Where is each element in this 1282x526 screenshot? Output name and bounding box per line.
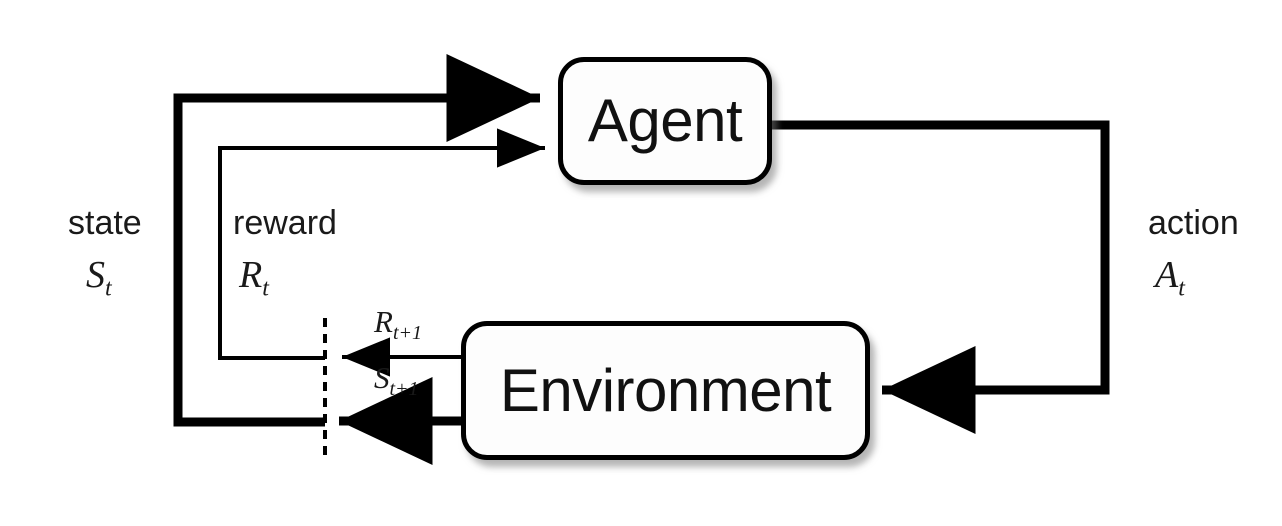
reward-symbol-base: R: [239, 254, 263, 296]
label-reward-word: reward: [233, 204, 337, 242]
node-agent[interactable]: Agent: [558, 57, 772, 185]
label-reward-symbol: Rt: [239, 256, 269, 301]
label-action-symbol: At: [1155, 256, 1185, 301]
state-symbol-base: S: [86, 254, 105, 296]
reward-symbol-subscript: t: [262, 275, 269, 302]
state-next-base: S: [374, 360, 390, 395]
label-action-word: action: [1148, 204, 1239, 242]
reward-next-subscript: t+1: [392, 322, 422, 345]
reward-next-base: R: [374, 304, 393, 339]
node-environment[interactable]: Environment: [461, 321, 870, 460]
label-state-symbol: St: [86, 256, 112, 301]
edge-state-feedback: [173, 53, 541, 427]
state-symbol-subscript: t: [105, 275, 112, 302]
edge-reward-feedback: [218, 128, 545, 360]
label-state-next-symbol: St+1: [374, 362, 419, 399]
edge-action: [772, 120, 1110, 435]
node-agent-label: Agent: [587, 87, 743, 154]
label-state-word: state: [68, 204, 142, 242]
node-environment-label: Environment: [499, 356, 832, 424]
action-symbol-base: A: [1155, 254, 1179, 296]
state-next-subscript: t+1: [389, 378, 419, 401]
label-reward-next-symbol: Rt+1: [374, 306, 422, 343]
action-symbol-subscript: t: [1178, 275, 1185, 302]
